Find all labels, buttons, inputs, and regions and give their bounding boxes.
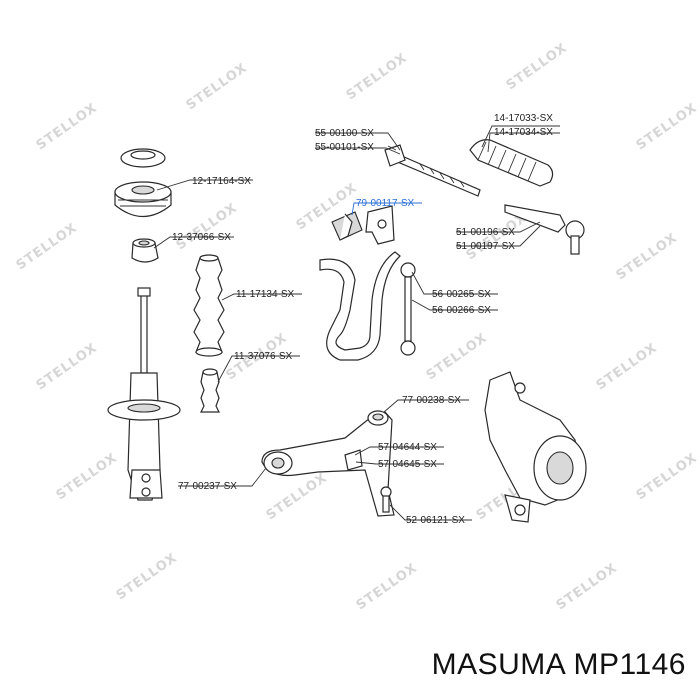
part-label[interactable]: 56-00266-SX <box>432 305 491 316</box>
steering-knuckle-drawing <box>484 371 587 523</box>
watermark-text: STELLOX <box>264 470 331 523</box>
watermark-text: STELLOX <box>34 100 101 153</box>
part-label[interactable]: 56-00265-SX <box>432 289 491 300</box>
watermark-layer: STELLOX STELLOX STELLOX STELLOX STELLOX STELL… <box>14 40 700 613</box>
stabilizer-link-drawing <box>400 262 416 356</box>
shock-absorber-drawing <box>107 287 181 501</box>
watermark-text: STELLOX <box>184 60 251 113</box>
steering-boot-drawing <box>469 139 554 187</box>
part-label[interactable]: 77-00238-SX <box>402 395 461 406</box>
stabilizer-bar-drawing <box>319 251 401 361</box>
top-bearing-drawing <box>120 148 166 168</box>
part-label[interactable]: 57-04644-SX <box>378 442 437 453</box>
watermark-text: STELLOX <box>634 100 700 153</box>
watermark-text: STELLOX <box>634 450 700 503</box>
part-label[interactable]: 14-17033-SX <box>494 113 553 124</box>
part-label[interactable]: 57-04645-SX <box>378 459 437 470</box>
dust-boot-drawing <box>193 254 225 357</box>
lower-control-arm-drawing <box>261 410 395 517</box>
watermark-text: STELLOX <box>344 50 411 103</box>
watermark-text: STELLOX <box>554 560 621 613</box>
product-caption: MASUMA MP1146 <box>431 648 686 681</box>
part-label[interactable]: 14-17034-SX <box>494 127 553 138</box>
tie-rod-end-drawing <box>504 204 585 255</box>
bump-stop-drawing <box>200 368 220 413</box>
part-label[interactable]: 52-06121-SX <box>406 515 465 526</box>
part-label[interactable]: 11-37076-SX <box>234 351 293 362</box>
inner-tie-rod-drawing <box>384 144 481 197</box>
stabilizer-bushing-drawing <box>331 205 395 245</box>
watermark-text: STELLOX <box>614 230 681 283</box>
part-label[interactable]: 55-00101-SX <box>315 142 374 153</box>
watermark-text: STELLOX <box>174 200 241 253</box>
part-label[interactable]: 11-17134-SX <box>236 289 295 300</box>
watermark-text: STELLOX <box>504 40 571 93</box>
part-labels: 12-17164-SX 12-37066-SX 11-17134-SX 11-3… <box>172 113 553 526</box>
watermark-text: STELLOX <box>594 340 661 393</box>
part-label-highlighted[interactable]: 79-00117-SX <box>356 198 415 209</box>
part-label[interactable]: 77-00237-SX <box>178 481 237 492</box>
part-label[interactable]: 55-00100-SX <box>315 128 374 139</box>
watermark-text: STELLOX <box>424 330 491 383</box>
watermark-text: STELLOX <box>34 340 101 393</box>
watermark-text: STELLOX <box>354 560 421 613</box>
watermark-text: STELLOX <box>114 550 181 603</box>
strut-mount-drawing <box>114 181 172 217</box>
part-label[interactable]: 51-00196-SX <box>456 227 515 238</box>
bump-cup-drawing <box>131 238 159 263</box>
part-label[interactable]: 12-17164-SX <box>192 176 251 187</box>
watermark-text: STELLOX <box>54 450 121 503</box>
part-label[interactable]: 51-00197-SX <box>456 241 515 252</box>
part-label[interactable]: 12-37066-SX <box>172 232 231 243</box>
leader-lines <box>153 125 560 521</box>
watermark-text: STELLOX <box>14 220 81 273</box>
